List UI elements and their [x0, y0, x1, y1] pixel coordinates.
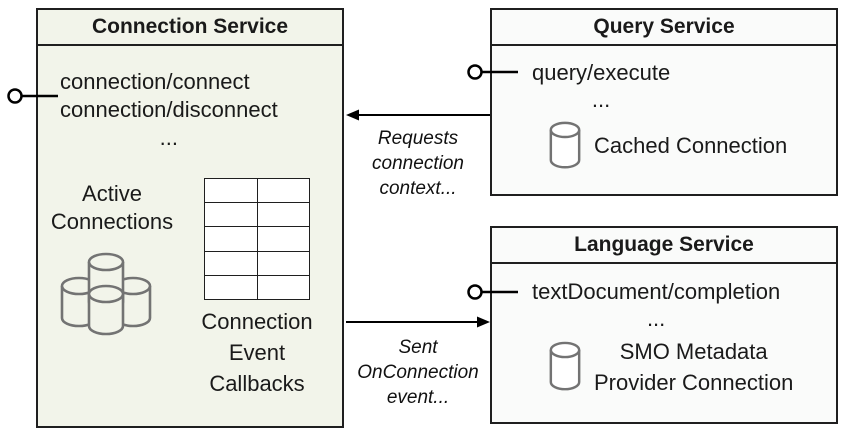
- arrow-right-icon: [477, 316, 490, 328]
- callback-table-cell: [256, 274, 310, 301]
- callback-table-cell: [256, 226, 310, 252]
- query-service-title: Query Service: [492, 10, 836, 46]
- callback-table-cell: [256, 202, 310, 228]
- query-service-box: Query Service query/execute ... Cached C…: [490, 8, 838, 196]
- smo-metadata-label: SMO Metadata Provider Connection: [594, 339, 794, 395]
- query-service-methods: query/execute ...: [532, 59, 670, 113]
- method-connection-disconnect: connection/disconnect: [60, 97, 278, 122]
- connection-event-callbacks-label: Connection Event Callbacks: [201, 309, 313, 396]
- callback-table: [204, 177, 310, 301]
- language-service-title: Language Service: [492, 228, 836, 264]
- method-textdocument-completion: textDocument/completion: [532, 279, 781, 304]
- connection-service-title: Connection Service: [38, 10, 342, 46]
- cached-connection-row: Cached Connection: [548, 116, 787, 176]
- arrow-requests-context: [346, 109, 490, 121]
- ellipsis-text: ...: [646, 306, 666, 331]
- callback-table-cell: [204, 250, 258, 276]
- database-icon: [549, 341, 581, 391]
- database-cluster-icon: [60, 252, 152, 336]
- method-connection-connect: connection/connect: [60, 69, 250, 94]
- ellipsis-text: ...: [591, 87, 611, 112]
- callback-table-cell: [256, 177, 310, 204]
- callback-table-cell: [204, 202, 258, 228]
- callback-table-cell: [204, 274, 258, 301]
- cached-connection-label: Cached Connection: [594, 133, 788, 158]
- sent-event-label: Sent OnConnection event...: [357, 337, 479, 408]
- callback-table-cell: [256, 250, 310, 276]
- connection-service-methods: connection/connect connection/disconnect…: [60, 68, 278, 152]
- language-service-methods: textDocument/completion ...: [532, 278, 780, 332]
- arrow-left-icon: [346, 109, 359, 121]
- connection-service-box: Connection Service connection/connect co…: [36, 8, 344, 428]
- language-service-box: Language Service textDocument/completion…: [490, 226, 838, 424]
- method-query-execute: query/execute: [532, 60, 671, 85]
- callback-table-cell: [204, 177, 258, 204]
- active-connections-label: Active Connections: [50, 181, 174, 234]
- database-icon: [549, 121, 581, 169]
- callback-table-cell: [204, 226, 258, 252]
- smo-metadata-row: SMO Metadata Provider Connection: [548, 334, 793, 400]
- arrow-sent-event: [346, 316, 490, 328]
- ellipsis-text: ...: [159, 125, 179, 150]
- requests-context-label: Requests connection context...: [372, 128, 464, 199]
